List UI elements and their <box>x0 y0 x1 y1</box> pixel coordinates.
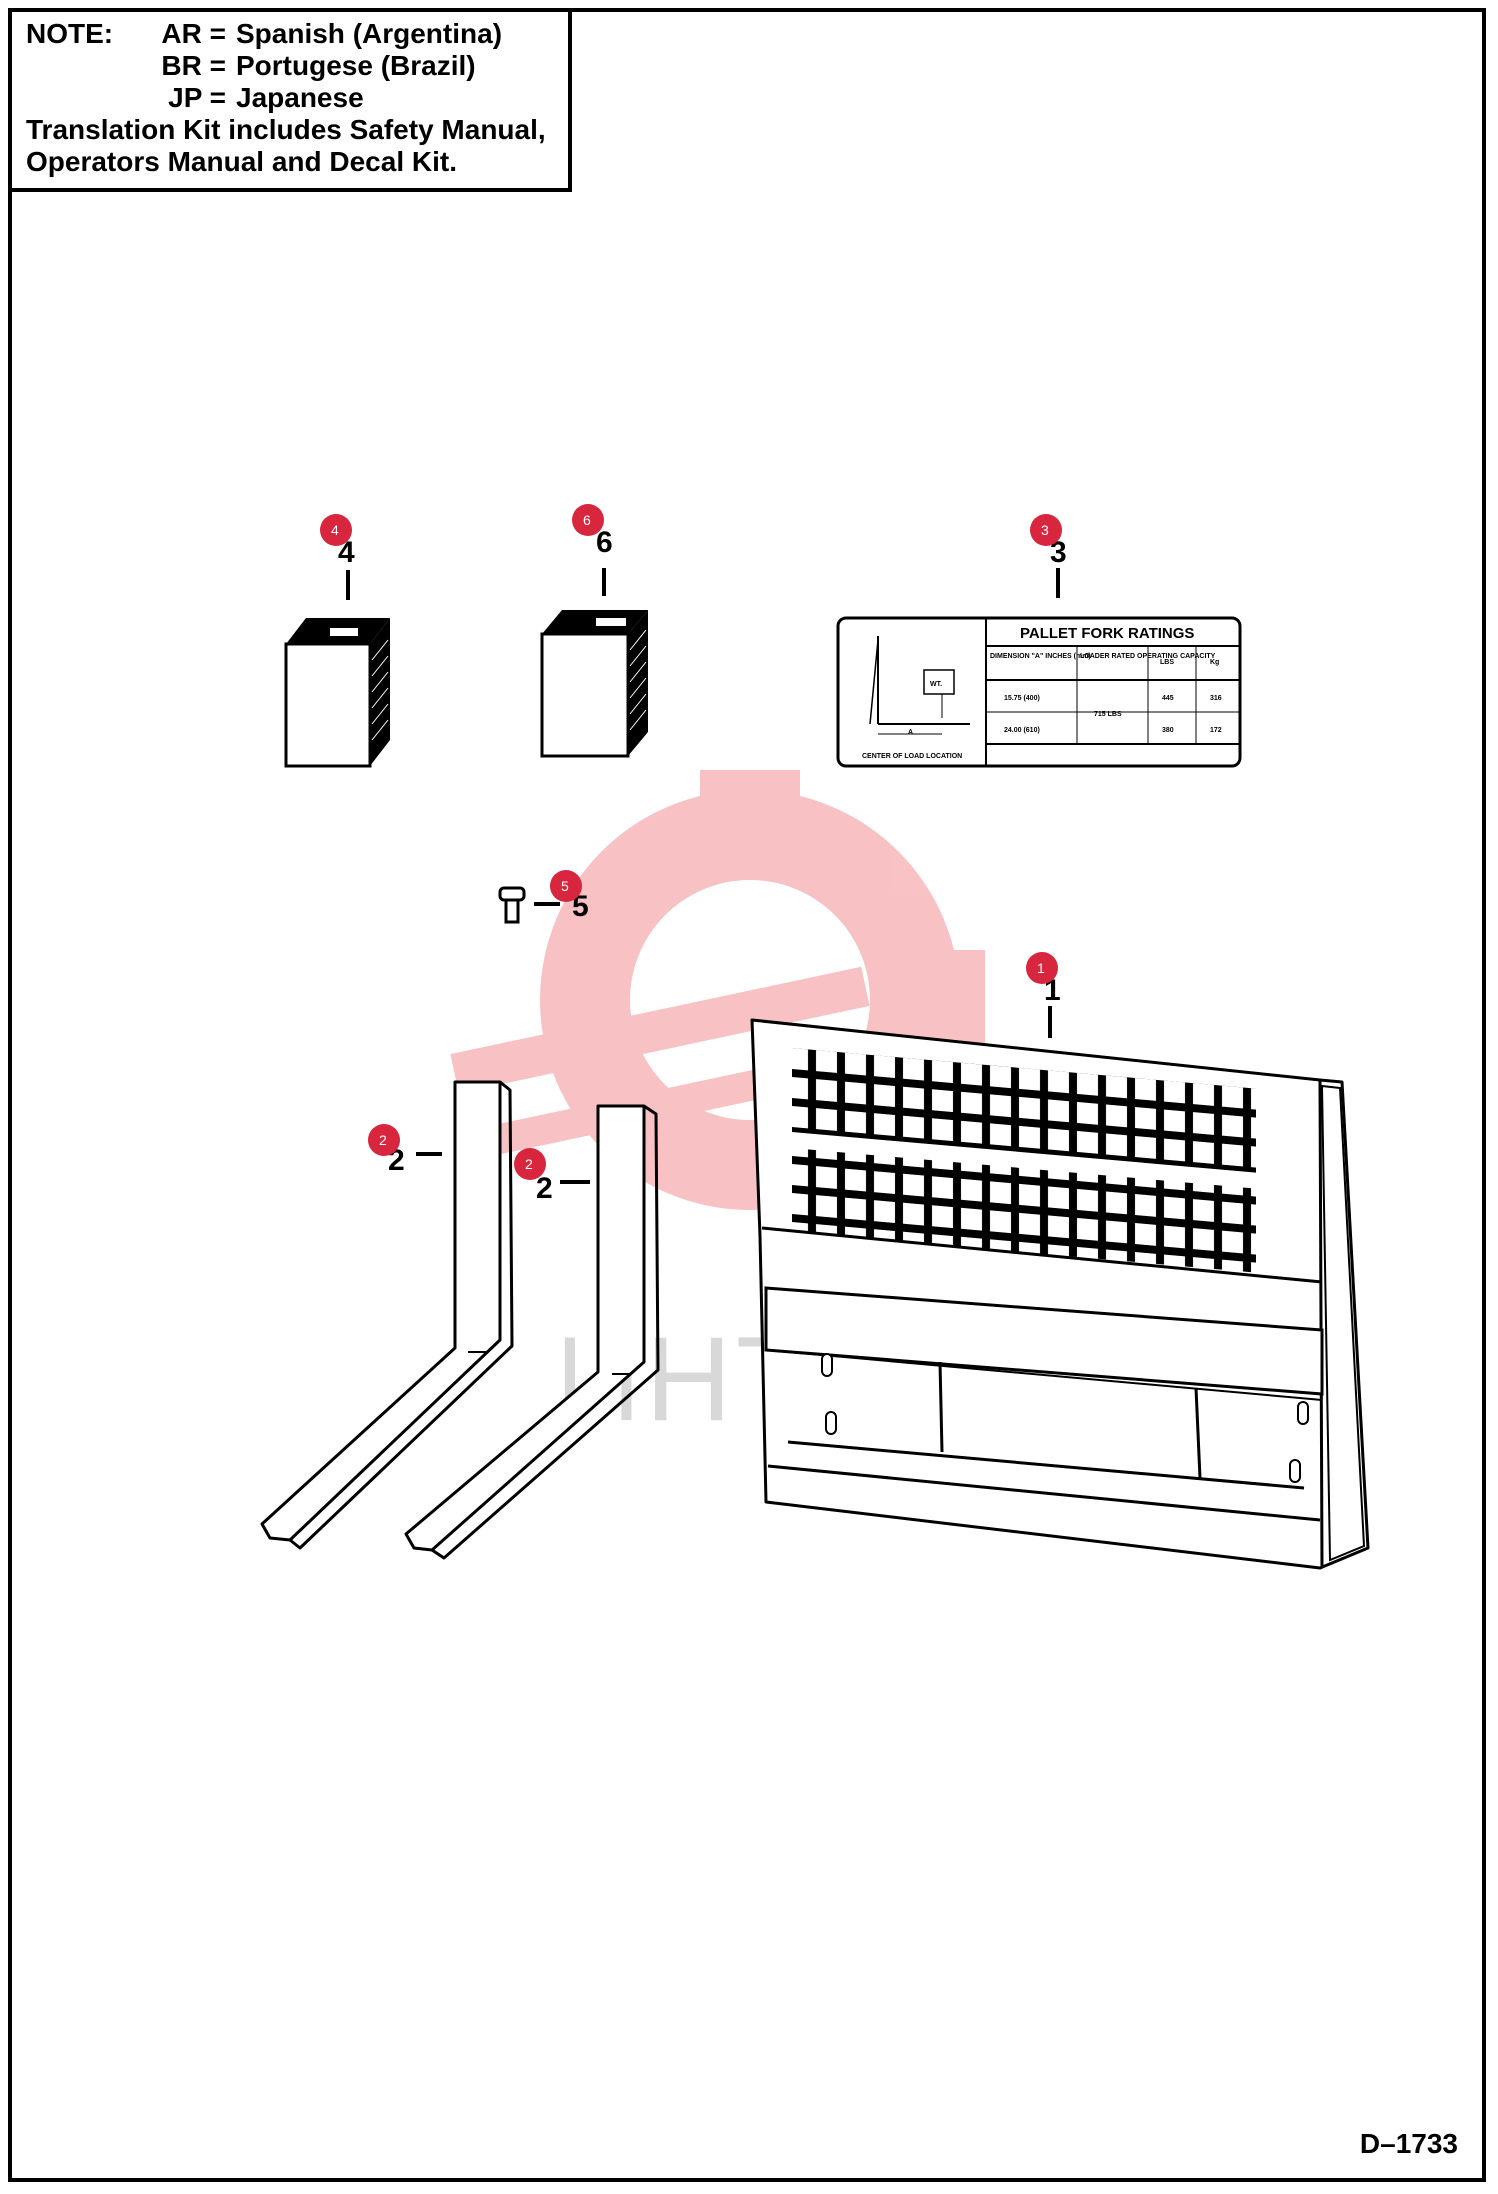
callout-part-6: 6 <box>596 526 613 559</box>
note-row-jp: JP = Japanese <box>26 82 554 114</box>
hotspot-part-3-label: 3 <box>1041 522 1049 538</box>
drawing-border <box>8 8 1486 2182</box>
note-kit-line-1: Translation Kit includes Safety Manual, <box>26 114 546 145</box>
note-lead: NOTE: <box>26 18 114 49</box>
pallet-fork-frame <box>750 1006 1370 1570</box>
note-code-jp: JP = <box>168 82 226 113</box>
note-kit-line-2: Operators Manual and Decal Kit. <box>26 146 457 177</box>
decal-header-dimension: DIMENSION "A" INCHES (mm) <box>990 653 1091 660</box>
translation-kit-part-6 <box>540 568 648 758</box>
decal-header-lbs: LBS <box>1160 659 1174 666</box>
hotspot-part-2-right[interactable]: 2 <box>514 1148 546 1180</box>
decal-location-label: CENTER OF LOAD LOCATION <box>862 753 962 760</box>
decal-title: PALLET FORK RATINGS <box>1020 625 1194 642</box>
note-language-ar: Spanish (Argentina) <box>236 18 503 49</box>
pallet-fork-right <box>404 1104 660 1560</box>
decal-row2-kg: 172 <box>1210 727 1222 734</box>
hotspot-part-1-label: 1 <box>1037 960 1045 976</box>
note-language-jp: Japanese <box>236 82 364 113</box>
note-box: NOTE: AR = Spanish (Argentina) BR = Portuge… <box>8 8 572 192</box>
hotspot-part-5-label: 5 <box>561 878 569 894</box>
hotspot-part-2-left[interactable]: 2 <box>368 1124 400 1156</box>
decal-a-label: A <box>908 729 913 736</box>
note-code-ar: AR = <box>161 18 226 49</box>
decal-row1-lbs: 445 <box>1162 695 1174 702</box>
note-row-br: BR = Portugese (Brazil) <box>26 50 554 82</box>
decal-wt-label: WT. <box>930 681 942 688</box>
bolt-part-5 <box>498 886 560 924</box>
pallet-fork-left <box>260 1080 514 1550</box>
note-row-ar: NOTE: AR = Spanish (Argentina) <box>26 18 554 50</box>
decal-row1-dimension: 15.75 (400) <box>1004 695 1040 702</box>
decal-row1-kg: 316 <box>1210 695 1222 702</box>
pallet-fork-ratings-decal: PALLET FORK RATINGS DIMENSION "A" INCHES… <box>836 568 1242 768</box>
callout-part-2-right: 2 <box>536 1172 553 1205</box>
note-language-br: Portugese (Brazil) <box>236 50 476 81</box>
hotspot-part-1[interactable]: 1 <box>1026 952 1058 984</box>
decal-row1-capacity: 715 LBS <box>1094 711 1122 718</box>
hotspot-part-4-label: 4 <box>331 522 339 538</box>
hotspot-part-2-right-label: 2 <box>525 1156 533 1172</box>
hotspot-part-2-left-label: 2 <box>379 1132 387 1148</box>
decal-header-capacity: LOADER RATED OPERATING CAPACITY <box>1080 653 1216 660</box>
note-code-br: BR = <box>161 50 226 81</box>
decal-row2-dimension: 24.00 (610) <box>1004 727 1040 734</box>
translation-kit-part-4 <box>284 570 390 768</box>
hotspot-part-3[interactable]: 3 <box>1030 514 1062 546</box>
callout-part-3: 3 <box>1050 536 1067 569</box>
decal-header-kg: Kg <box>1210 659 1219 666</box>
drawing-id: D–1733 <box>1359 2128 1458 2159</box>
hotspot-part-6-label: 6 <box>583 512 591 528</box>
hotspot-part-6[interactable]: 6 <box>572 504 604 536</box>
decal-row2-lbs: 380 <box>1162 727 1174 734</box>
hotspot-part-4[interactable]: 4 <box>320 514 352 546</box>
hotspot-part-5[interactable]: 5 <box>550 870 582 902</box>
